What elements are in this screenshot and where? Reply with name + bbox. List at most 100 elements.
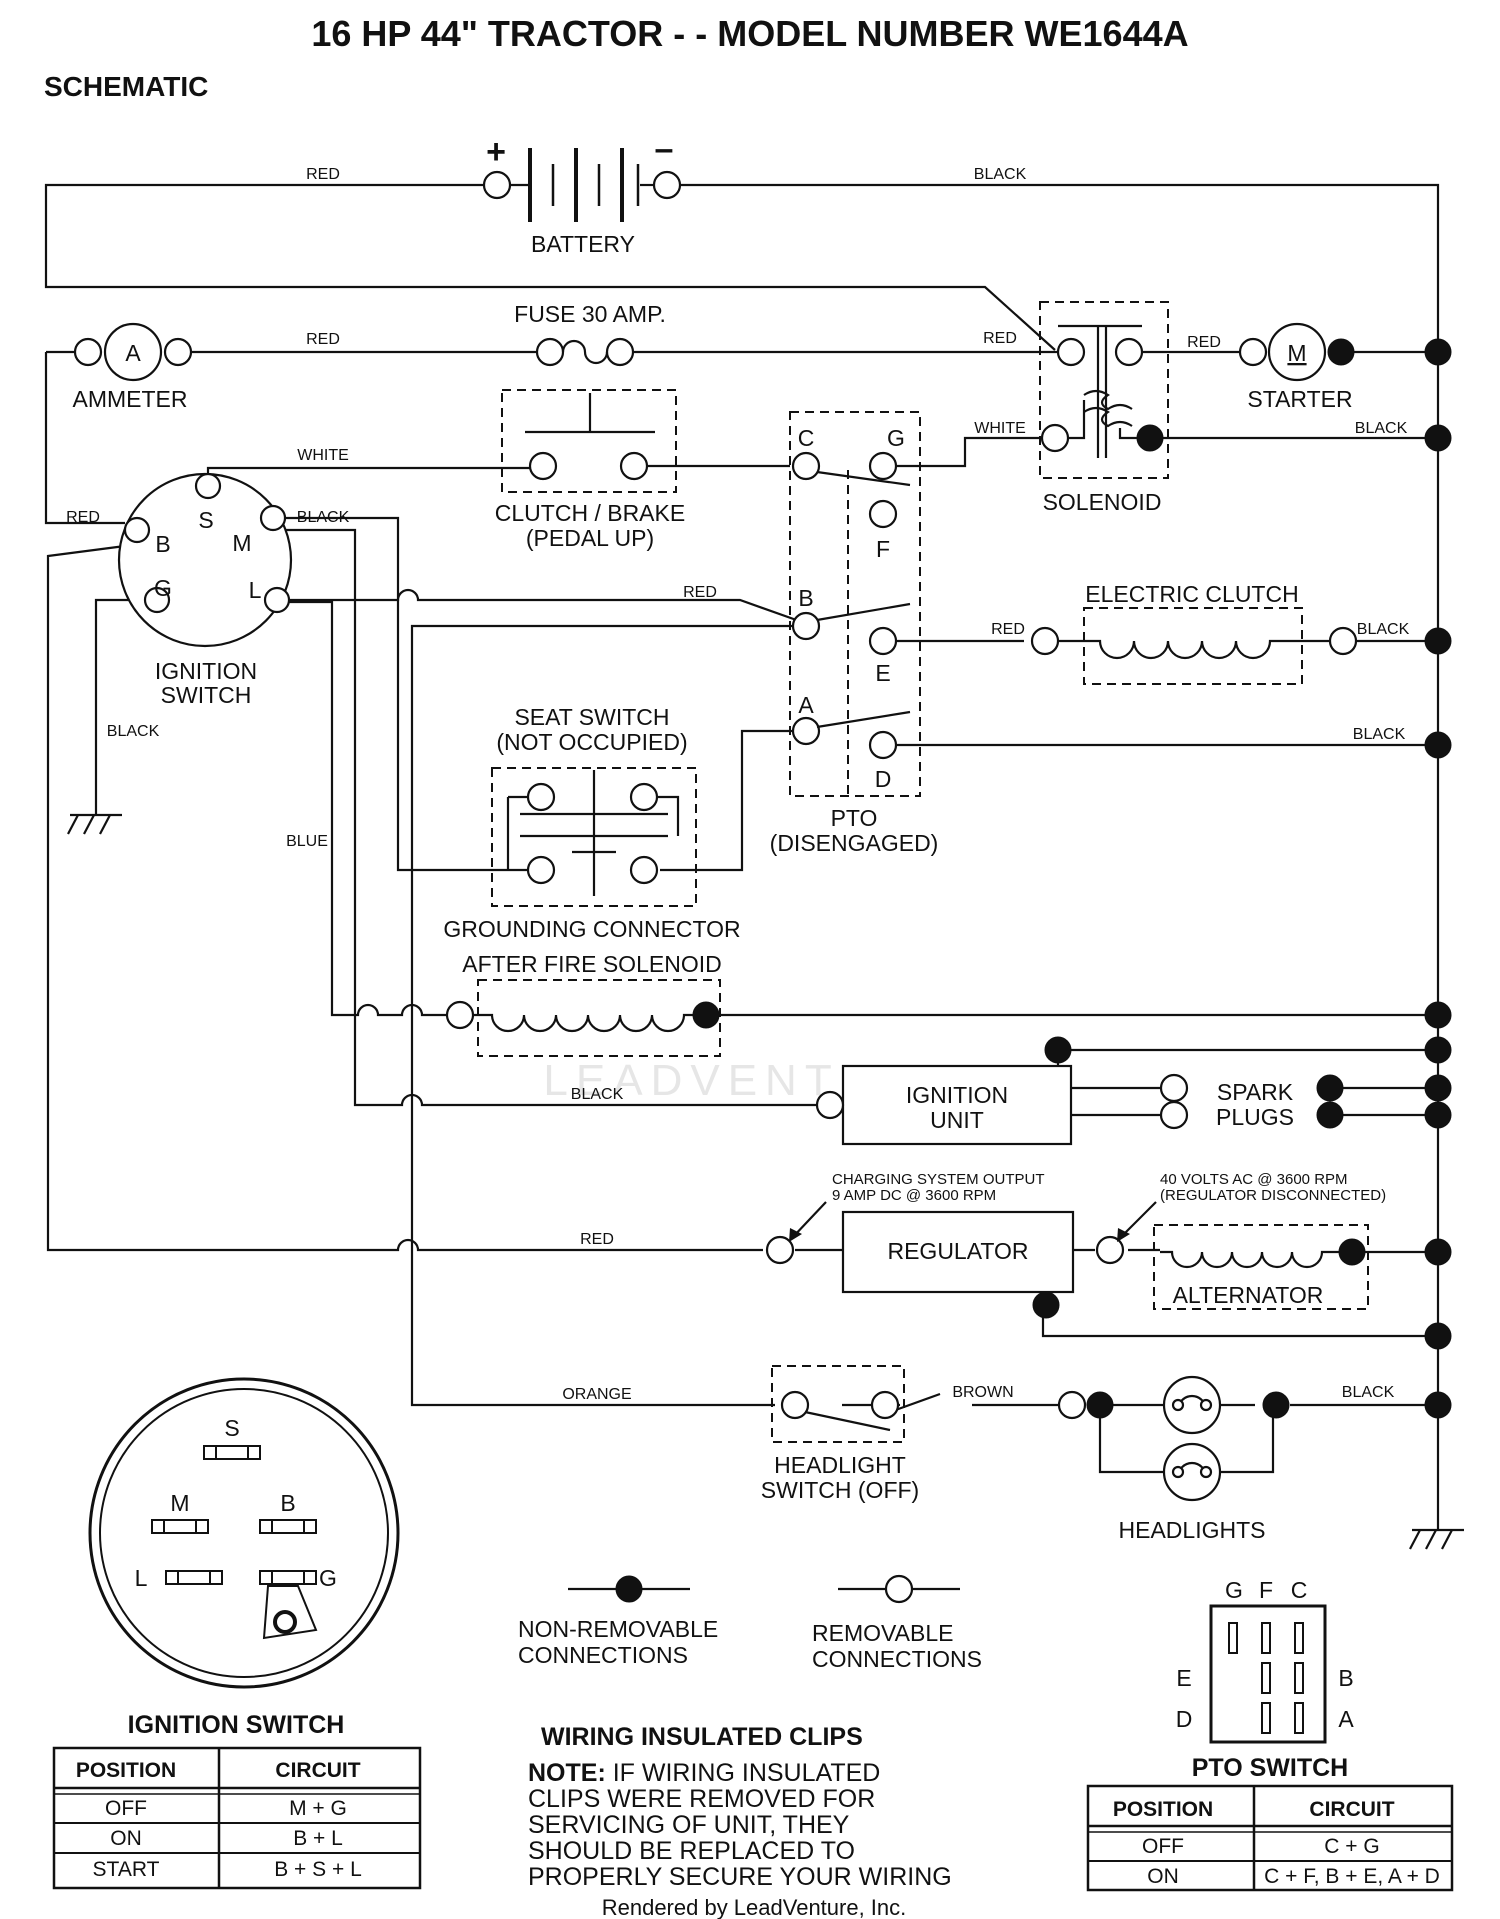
wire-label: BLUE [286,833,328,850]
wire-label: BLACK [1355,420,1408,437]
after-fire-solenoid: AFTER FIRE SOLENOID [445,951,722,1057]
note-lead: NOTE: [528,1759,606,1787]
note-line-1: IF WIRING INSULATED [606,1759,881,1787]
ignition-table-header: CIRCUIT [275,1759,360,1782]
fuse: FUSE 30 AMP. [514,301,666,367]
charging-output-label: CHARGING SYSTEM OUTPUT [832,1171,1045,1188]
pto-label: PTO [831,805,878,831]
wire-label: RED [1187,334,1221,351]
wire-label: BLACK [297,509,350,526]
wire-label: RED [983,330,1017,347]
headlight-switch-label: HEADLIGHT [774,1452,906,1478]
wire-label: BLACK [1342,1384,1395,1401]
pto-face-e: E [1176,1665,1191,1691]
after-fire-solenoid-label: AFTER FIRE SOLENOID [462,951,721,977]
wire-labels: RED BLACK RED RED RED WHITE BLACK WHITE … [66,166,1409,1403]
regulator-label: REGULATOR [887,1238,1028,1264]
alternator-voltage-note: (REGULATOR DISCONNECTED) [1160,1187,1386,1204]
legend-removable-2: CONNECTIONS [812,1646,982,1672]
ignition-switch-label-2: SWITCH [161,682,252,708]
ignition-switch-table: IGNITION SWITCH POSITION CIRCUIT OFF M +… [52,1711,422,1890]
face-terminal-g: G [319,1565,337,1591]
face-terminal-l: L [135,1565,148,1591]
pto-table-header: POSITION [1113,1798,1213,1821]
footer-credit: Rendered by LeadVenture, Inc. [602,1895,907,1919]
wires [44,183,1440,1530]
ignition-table-cell: OFF [105,1797,147,1820]
wire-label: BLACK [1357,621,1410,638]
note-line: NOTE: IF WIRING INSULATED [528,1759,880,1787]
wire-label: RED [306,166,340,183]
battery: + – BATTERY [482,130,682,257]
note-heading: WIRING INSULATED CLIPS [541,1723,863,1751]
clutch-brake-label: CLUTCH / BRAKE [495,500,685,526]
ammeter: A AMMETER [73,322,193,412]
clutch-brake-switch: CLUTCH / BRAKE (PEDAL UP) [495,389,685,551]
pto-face-d: D [1176,1706,1193,1732]
wiring-clips-note: WIRING INSULATED CLIPS NOTE: IF WIRING I… [528,1723,952,1919]
wire-label: BLACK [1353,726,1406,743]
note-line: SHOULD BE REPLACED TO [528,1837,855,1865]
ignition-table-title: IGNITION SWITCH [128,1711,345,1739]
pto-table-header: CIRCUIT [1309,1798,1394,1821]
ign-terminal-m: M [232,530,251,556]
ground-symbol-right [1409,1528,1464,1550]
legend-removable: REMOVABLE [812,1620,953,1646]
legend: NON-REMOVABLE CONNECTIONS REMOVABLE CONN… [518,1574,982,1672]
charging-output-rating: 9 AMP DC @ 3600 RPM [832,1187,996,1204]
pto-face-c: C [1291,1577,1308,1603]
pto-face-f: F [1259,1577,1273,1603]
solenoid: SOLENOID [1039,301,1169,515]
note-line: SERVICING OF UNIT, THEY [528,1811,850,1839]
ammeter-label: AMMETER [73,386,188,412]
pto-terminal-a: A [798,692,814,718]
pto-table-cell: OFF [1142,1835,1184,1858]
pto-terminal-d: D [875,766,892,792]
spark-plugs-label-2: PLUGS [1216,1104,1294,1130]
bus-junctions [1424,338,1452,1419]
face-terminal-m: M [170,1490,189,1516]
ignition-table-cell: ON [110,1827,142,1850]
headlight-switch-state: SWITCH (OFF) [761,1477,919,1503]
wire-label: BROWN [952,1384,1013,1401]
battery-minus: – [655,130,674,168]
pto-state: (DISENGAGED) [770,830,939,856]
wire-label: RED [66,509,100,526]
headlights-label: HEADLIGHTS [1119,1517,1266,1543]
seat-switch: SEAT SWITCH (NOT OCCUPIED) GROUNDING CON… [443,704,740,942]
wire-label: RED [683,584,717,601]
pto-terminal-g: G [887,425,905,451]
ign-terminal-s: S [198,507,213,533]
battery-label: BATTERY [531,231,635,257]
pto-switch-table: PTO SWITCH POSITION CIRCUIT OFF C + G ON… [1086,1754,1454,1892]
ign-terminal-b: B [155,531,170,557]
note-line: PROPERLY SECURE YOUR WIRING [528,1863,952,1891]
headlights: HEADLIGHTS [1057,1375,1290,1543]
legend-non-removable: NON-REMOVABLE [518,1616,718,1642]
solenoid-label: SOLENOID [1043,489,1162,515]
clutch-brake-state: (PEDAL UP) [526,525,654,551]
ignition-switch: S B M G L IGNITION SWITCH [117,472,293,708]
ignition-table-cell: M + G [289,1797,347,1820]
face-terminal-b: B [280,1490,295,1516]
wire-label: BLACK [974,166,1027,183]
ignition-table-cell: B + S + L [274,1858,362,1881]
starter-label: STARTER [1247,386,1352,412]
pto-table-title: PTO SWITCH [1192,1754,1348,1782]
pto-terminal-c: C [798,425,815,451]
ignition-switch-label: IGNITION [155,658,257,684]
ignition-unit-label: IGNITION [906,1082,1008,1108]
wire-label: RED [306,331,340,348]
headlight-switch: HEADLIGHT SWITCH (OFF) [761,1365,919,1503]
face-terminal-s: S [224,1415,239,1441]
wire-label: RED [991,621,1025,638]
wire-label: WHITE [974,420,1026,437]
ignition-table-header: POSITION [76,1759,176,1782]
electric-clutch-label: ELECTRIC CLUTCH [1085,581,1298,607]
page-title: 16 HP 44" TRACTOR - - MODEL NUMBER WE164… [311,13,1188,54]
ignition-table-cell: START [93,1858,160,1881]
pto-table-cell: ON [1147,1865,1179,1888]
pto-terminal-b: B [798,585,813,611]
page-subtitle: SCHEMATIC [44,71,208,102]
